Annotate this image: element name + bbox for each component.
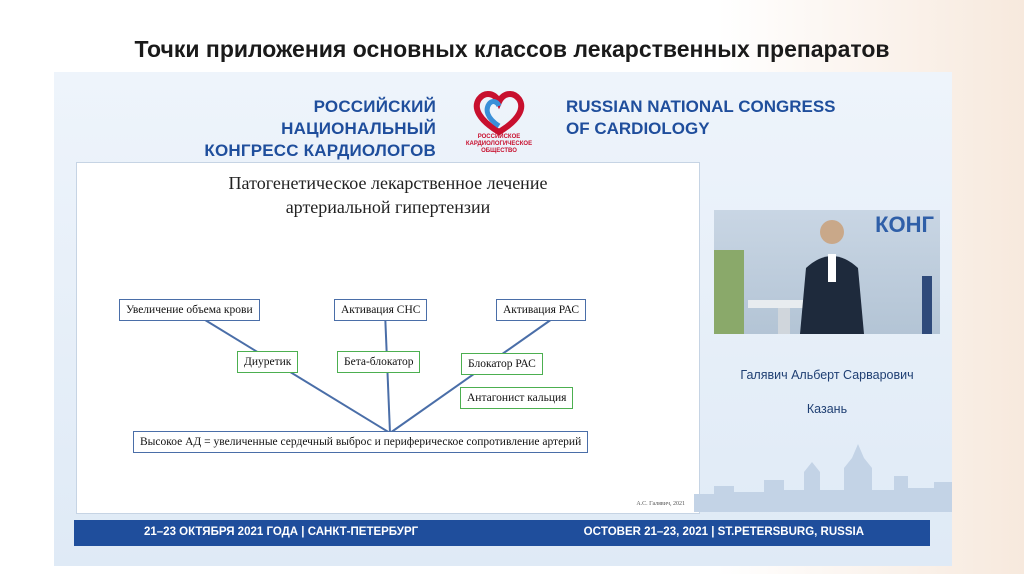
diagram-connectors (77, 163, 699, 513)
logo-caption-line3: ОБЩЕСТВО (458, 148, 540, 155)
speaker-figure-icon (714, 210, 940, 334)
cause-sns-activation: Активация СНС (334, 299, 427, 321)
drug-diuretic: Диуретик (237, 351, 298, 373)
diagram-panel: Патогенетическое лекарственное лечение а… (76, 162, 700, 514)
speaker-city: Казань (709, 402, 945, 416)
congress-name-en-line1: RUSSIAN NATIONAL CONGRESS (566, 96, 886, 118)
drug-ras-blocker: Блокатор РАС (461, 353, 543, 375)
cause-blood-volume: Увеличение объема крови (119, 299, 260, 321)
congress-name-en-line2: OF CARDIOLOGY (566, 118, 886, 140)
result-high-bp: Высокое АД = увеличенные сердечный выбро… (133, 431, 588, 453)
logo-caption-line1: РОССИЙСКОЕ (458, 134, 540, 141)
drug-beta-blocker: Бета-блокатор (337, 351, 420, 373)
congress-name-ru-line1: РОССИЙСКИЙ НАЦИОНАЛЬНЫЙ (154, 96, 436, 140)
drug-calcium-antagonist: Антагонист кальция (460, 387, 573, 409)
logo-caption: РОССИЙСКОЕ КАРДИОЛОГИЧЕСКОЕ ОБЩЕСТВО (458, 134, 540, 155)
speaker-video: КОНГ (714, 210, 940, 334)
congress-slide: РОССИЙСКИЙ НАЦИОНАЛЬНЫЙ КОНГРЕСС КАРДИОЛ… (54, 72, 952, 566)
page-title: Точки приложения основных классов лекарс… (0, 36, 1024, 63)
speaker-name: Галявич Альберт Сарварович (709, 368, 945, 382)
congress-name-ru: РОССИЙСКИЙ НАЦИОНАЛЬНЫЙ КОНГРЕСС КАРДИОЛ… (154, 96, 436, 162)
footer-dates-en: OCTOBER 21–23, 2021 | ST.PETERSBURG, RUS… (584, 526, 864, 538)
city-skyline-icon (694, 432, 952, 512)
logo-caption-line2: КАРДИОЛОГИЧЕСКОЕ (458, 141, 540, 148)
congress-footer-bar: 21–23 ОКТЯБРЯ 2021 ГОДА | САНКТ-ПЕТЕРБУР… (74, 520, 930, 546)
cause-ras-activation: Активация РАС (496, 299, 586, 321)
congress-name-en: RUSSIAN NATIONAL CONGRESS OF CARDIOLOGY (566, 96, 886, 140)
diagram-author: А.С. Галявич, 2021 (636, 501, 685, 507)
congress-name-ru-line2: КОНГРЕСС КАРДИОЛОГОВ (154, 140, 436, 162)
footer-dates-ru: 21–23 ОКТЯБРЯ 2021 ГОДА | САНКТ-ПЕТЕРБУР… (144, 526, 418, 538)
